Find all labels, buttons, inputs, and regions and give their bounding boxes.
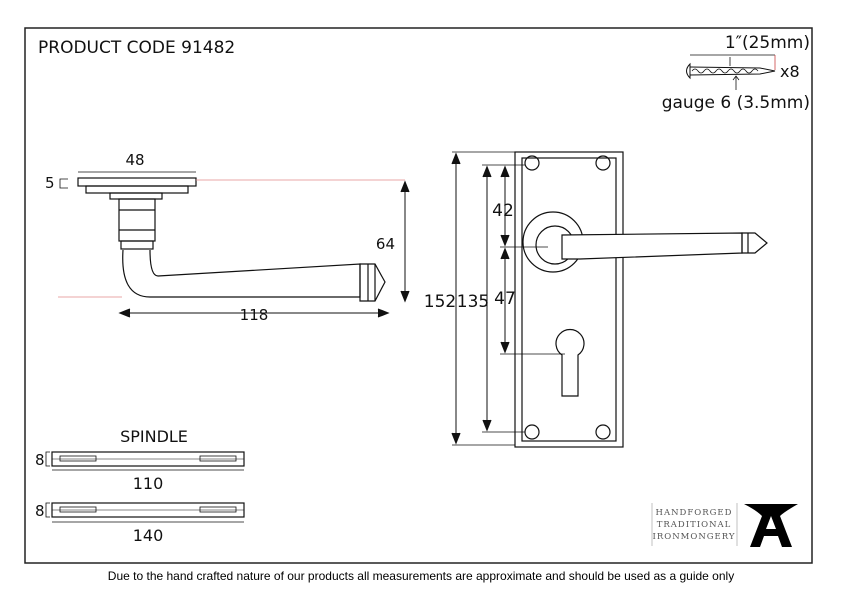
screw-length-label: 1″(25mm): [725, 33, 810, 53]
logo-line1: HANDFORGED: [656, 508, 733, 518]
drawing-frame: [24, 27, 813, 564]
keyhole: [555, 328, 585, 397]
logo-line2: TRADITIONAL: [657, 520, 732, 530]
fixing-centres-label: 135: [457, 292, 489, 312]
screw-quantity: x8: [780, 62, 800, 81]
lever-side-view: 48 5 64 118: [45, 151, 410, 324]
spindle-long-length: 140: [133, 526, 164, 545]
brand-logo: HANDFORGED TRADITIONAL IRONMONGERY: [651, 503, 798, 547]
total-height-label: 152: [424, 292, 456, 312]
spindle-short-size: 8: [35, 451, 45, 469]
anvil-icon: [744, 504, 798, 547]
spindle-heading: SPINDLE: [120, 427, 188, 446]
screw-gauge-label: gauge 6 (3.5mm): [662, 93, 810, 113]
disclaimer-footer: Due to the hand crafted nature of our pr…: [107, 569, 735, 583]
lever-length-label: 118: [240, 306, 269, 324]
spindle-short-length: 110: [133, 474, 164, 493]
product-code-title: PRODUCT CODE 91482: [38, 38, 235, 58]
screw-spec: 1″(25mm) x8 gauge 6 (3.5mm): [662, 33, 810, 113]
rose-thickness-label: 5: [45, 174, 55, 192]
spindle-long-size: 8: [35, 502, 45, 520]
spindle-section: SPINDLE 8 110 8 140: [35, 427, 245, 545]
lever-height-label: 64: [376, 235, 395, 253]
logo-line3: IRONMONGERY: [652, 532, 735, 542]
top-to-lever-label: 42: [492, 201, 514, 221]
rose-width-label: 48: [125, 151, 144, 169]
lever-to-keyhole-label: 47: [494, 289, 516, 309]
backplate-front-view: 152 135 42 47: [424, 151, 768, 448]
